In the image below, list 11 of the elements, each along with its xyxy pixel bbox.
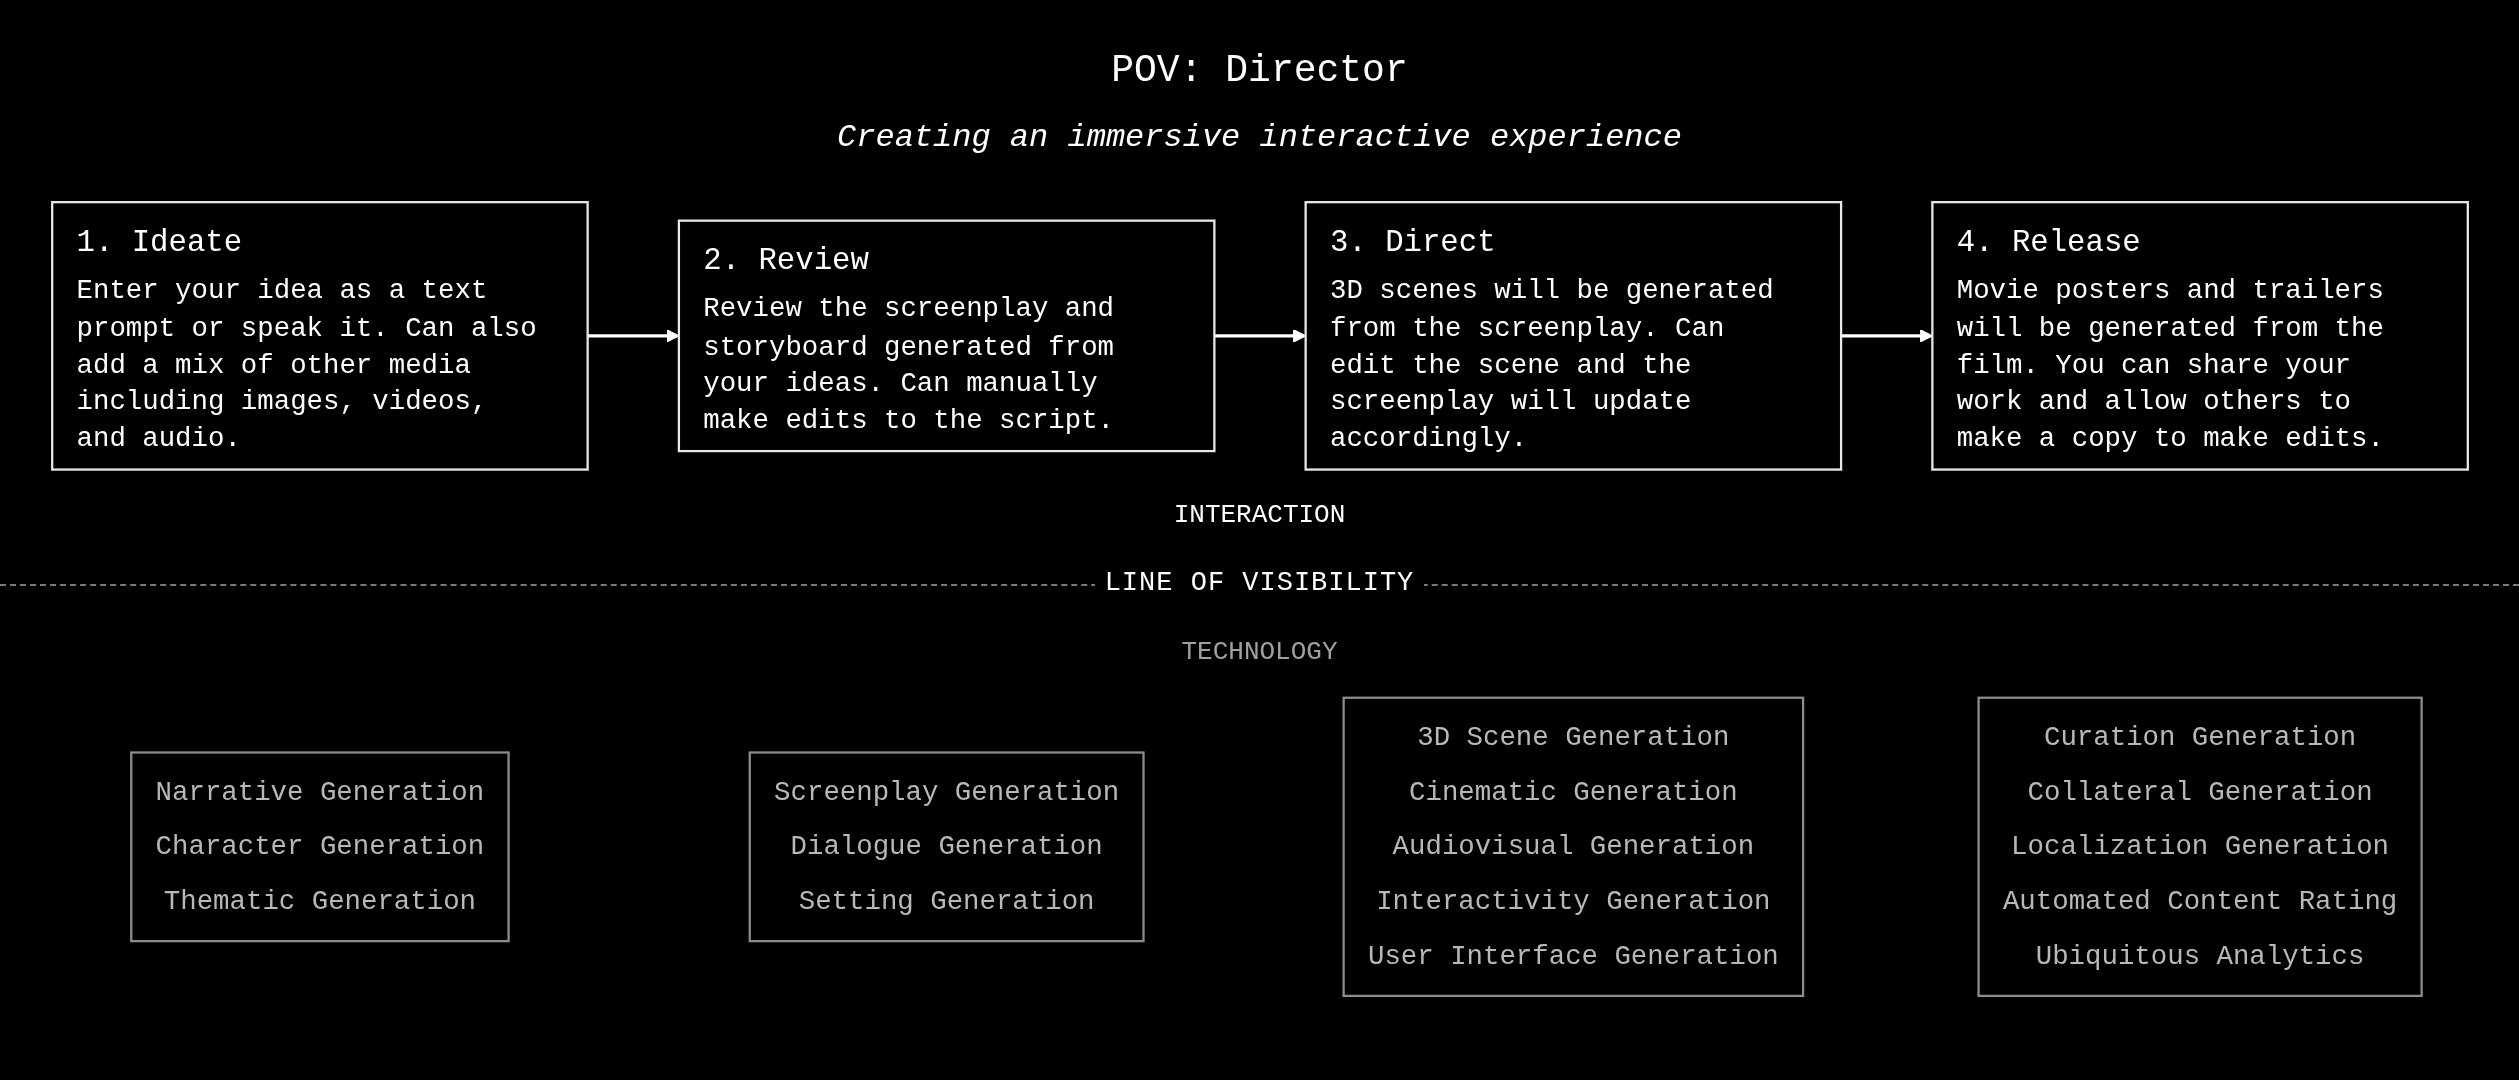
- node-box: 2. Review Review the screenplay and storyboard generated from your ideas. Can manually make edits to the script.: [677, 219, 1215, 453]
- node-box: 3. Direct 3D scenes will be generated from the screenplay. Can edit the scene and the screenplay will update accordingly.: [1304, 201, 1842, 471]
- node-box: 3D Scene Generation Cinematic Generation Audiovisual Generation Interactivity Generation User Interface Generation: [1342, 696, 1804, 998]
- title: POV: Director: [1111, 48, 1408, 94]
- arrow: [1213, 329, 1306, 343]
- node-box: 4. Release Movie posters and trailers will be generated from the film. You can share your work and allow others to make a copy to make edits.: [1930, 201, 2469, 471]
- node-box: 1. Ideate Enter your idea as a text prompt or speak it. Can also add a mix of other media including images, videos, and audio.: [50, 201, 589, 471]
- node-box: Curation Generation Collateral Generation Localization Generation Automated Content Rating Ubiquitous Analytics: [1976, 696, 2423, 998]
- node-box: Narrative Generation Character Generation Thematic Generation: [129, 751, 510, 943]
- node-box: Screenplay Generation Dialogue Generation Setting Generation: [748, 751, 1145, 943]
- arrow: [587, 329, 679, 343]
